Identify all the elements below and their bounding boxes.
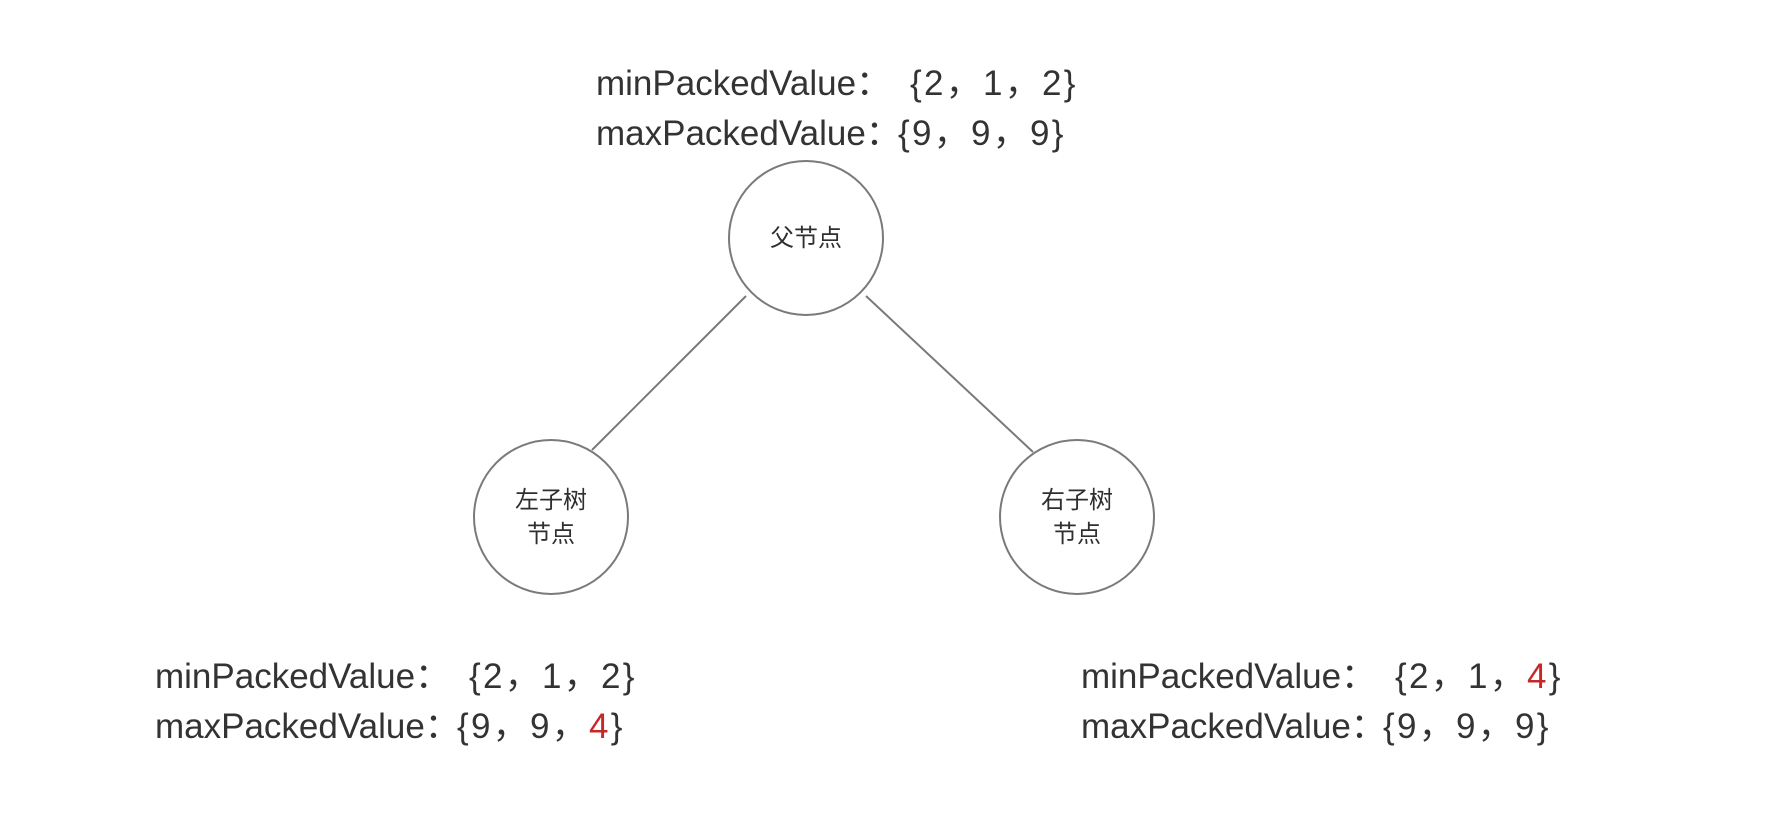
left-max-value-2: 4 — [589, 707, 609, 746]
parent-min-value-2: 2 — [1042, 64, 1062, 103]
left-max-close-brace: } — [610, 707, 623, 746]
parent-node-label: 父节点 — [770, 224, 842, 252]
parent-min-value-0: 2 — [923, 64, 944, 103]
right-max-packed-value-key: maxPackedValue： — [1081, 707, 1386, 746]
parent-min-open-brace: { — [910, 64, 922, 103]
edge-parent-right — [865, 295, 1034, 453]
left-min-separator: ， — [504, 657, 540, 696]
left-max-value-0: 9 — [470, 707, 491, 746]
parent-min-separator: ， — [1004, 64, 1040, 103]
parent-min-packed-value-row: minPackedValue：{2，1，2} — [596, 59, 1075, 109]
parent-min-packed-value-key: minPackedValue： — [596, 64, 892, 103]
left-min-packed-value-key: minPackedValue： — [155, 657, 451, 696]
parent-min-close-brace: } — [1063, 64, 1076, 103]
edge-parent-left — [591, 295, 747, 451]
right-max-value-1: 9 — [1455, 707, 1476, 746]
parent-max-close-brace: } — [1051, 114, 1064, 153]
left-min-value-0: 2 — [482, 657, 503, 696]
parent-node: 父节点 — [728, 160, 884, 316]
right-min-open-brace: { — [1395, 657, 1407, 696]
left-child-node-label-line2: 节点 — [527, 520, 575, 548]
right-max-separator: ， — [1418, 707, 1454, 746]
left-max-packed-value-row: maxPackedValue：{9，9，4} — [155, 702, 634, 752]
left-max-separator: ， — [492, 707, 528, 746]
right-min-packed-value-key: minPackedValue： — [1081, 657, 1377, 696]
left-min-separator: ， — [563, 657, 599, 696]
left-child-node: 左子树 节点 — [473, 439, 629, 595]
parent-max-value-2: 9 — [1030, 114, 1050, 153]
parent-max-packed-value-row: maxPackedValue：{9，9，9} — [596, 109, 1075, 159]
right-max-open-brace: { — [1383, 707, 1395, 746]
parent-max-value-1: 9 — [970, 114, 991, 153]
left-max-packed-value-key: maxPackedValue： — [155, 707, 460, 746]
right-max-value-2: 9 — [1515, 707, 1535, 746]
left-min-value-1: 1 — [541, 657, 562, 696]
parent-packed-values: minPackedValue：{2，1，2}maxPackedValue：{9，… — [596, 59, 1075, 159]
right-min-packed-value-row: minPackedValue：{2，1，4} — [1081, 652, 1560, 702]
parent-max-open-brace: { — [898, 114, 910, 153]
parent-max-value-0: 9 — [911, 114, 932, 153]
parent-max-separator: ， — [992, 114, 1028, 153]
right-min-close-brace: } — [1548, 657, 1561, 696]
right-child-node: 右子树 节点 — [999, 439, 1155, 595]
parent-max-separator: ， — [933, 114, 969, 153]
left-max-value-1: 9 — [529, 707, 550, 746]
right-child-node-label-line1: 右子树 — [1041, 486, 1113, 514]
right-max-close-brace: } — [1536, 707, 1549, 746]
left-max-open-brace: { — [457, 707, 469, 746]
right-min-separator: ， — [1430, 657, 1466, 696]
right-packed-values: minPackedValue：{2，1，4}maxPackedValue：{9，… — [1081, 652, 1560, 752]
left-packed-values: minPackedValue：{2，1，2}maxPackedValue：{9，… — [155, 652, 634, 752]
parent-max-packed-value-key: maxPackedValue： — [596, 114, 901, 153]
right-max-packed-value-row: maxPackedValue：{9，9，9} — [1081, 702, 1560, 752]
right-min-separator: ， — [1489, 657, 1525, 696]
right-max-separator: ， — [1477, 707, 1513, 746]
left-min-open-brace: { — [469, 657, 481, 696]
left-min-value-2: 2 — [601, 657, 621, 696]
right-max-value-0: 9 — [1396, 707, 1417, 746]
right-min-value-2: 4 — [1527, 657, 1547, 696]
left-min-packed-value-row: minPackedValue：{2，1，2} — [155, 652, 634, 702]
parent-min-value-1: 1 — [982, 64, 1003, 103]
right-min-value-0: 2 — [1408, 657, 1429, 696]
right-child-node-label-line2: 节点 — [1053, 520, 1101, 548]
left-child-node-label-line1: 左子树 — [515, 486, 587, 514]
left-max-separator: ， — [551, 707, 587, 746]
left-min-close-brace: } — [622, 657, 635, 696]
right-min-value-1: 1 — [1467, 657, 1488, 696]
parent-min-separator: ， — [945, 64, 981, 103]
